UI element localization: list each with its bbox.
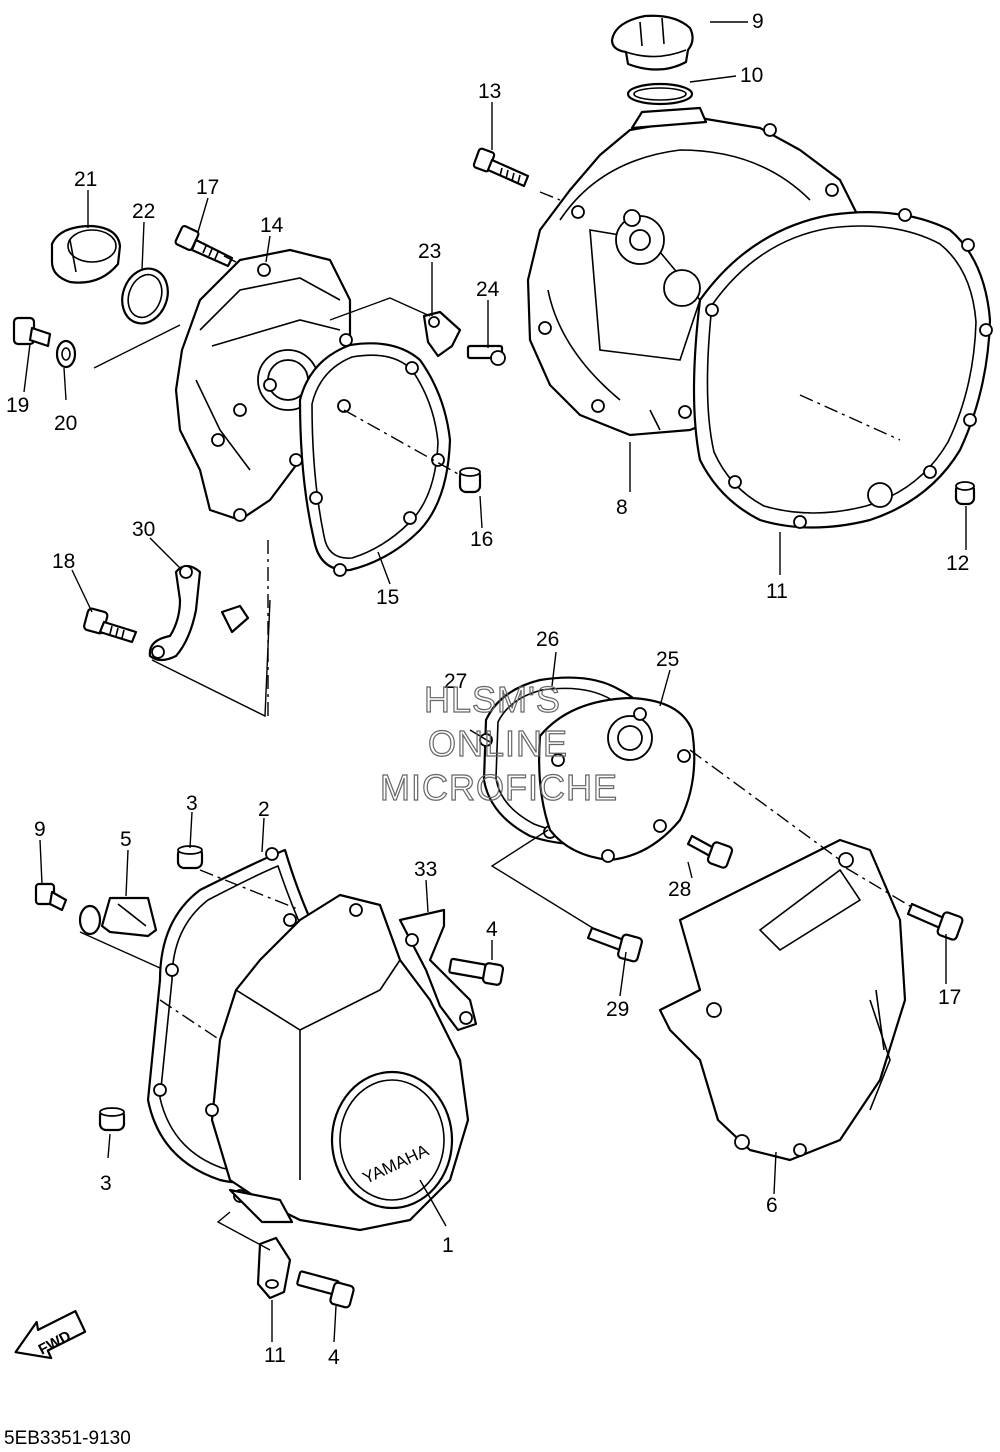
callout-29: 27 xyxy=(444,670,467,693)
callout-2: 2 xyxy=(258,798,270,821)
callout-11: 9 xyxy=(752,10,764,33)
callout-8: 6 xyxy=(766,1194,778,1217)
callout-3-upper: 3 xyxy=(186,792,198,815)
part-13-clutch-cover-gasket xyxy=(692,208,993,529)
part-4-bolt-lower xyxy=(296,1270,355,1309)
part-23-plug xyxy=(50,224,122,284)
fwd-arrow: FWD xyxy=(14,1310,87,1360)
callout-15: 13 xyxy=(478,80,501,103)
part-31-bolt xyxy=(586,926,643,963)
watermark-line-2: ONLINE xyxy=(428,723,568,764)
part-5-washer xyxy=(78,904,102,936)
callout-1: 1 xyxy=(442,1234,454,1257)
part-9-bolt xyxy=(906,902,964,941)
callout-20: 18 xyxy=(52,550,75,573)
callout-21: 19 xyxy=(6,394,29,417)
part-3-dowel-pin-lower xyxy=(98,1107,126,1132)
part-8-sprocket-cover xyxy=(658,838,907,1162)
part-32-bracket xyxy=(148,564,250,662)
part-1-generator-cover: YAMAHA xyxy=(205,893,470,1232)
callout-13: 11 xyxy=(766,580,788,603)
part-20-bolt xyxy=(83,607,138,644)
part-22-washer xyxy=(55,339,77,369)
part-21-bolt xyxy=(12,316,52,348)
callout-31: 29 xyxy=(606,998,629,1021)
part-3-dowel-pin-upper xyxy=(176,845,204,870)
callout-9: 17 xyxy=(938,986,961,1009)
part-27-pickup-cover xyxy=(538,696,696,863)
watermark-line-3: MICROFICHE xyxy=(380,767,618,808)
watermark: HLSM'S ONLINE MICROFICHE xyxy=(379,678,618,808)
part-6-bolt xyxy=(34,882,68,912)
callout-18: 16 xyxy=(470,528,493,551)
part-4-bolt-upper xyxy=(448,957,505,986)
callout-10: 8 xyxy=(616,496,628,519)
part-5-cable-holder xyxy=(100,896,158,938)
callout-14: 12 xyxy=(946,552,969,575)
callout-27: 25 xyxy=(656,648,679,671)
callout-22: 20 xyxy=(54,412,77,435)
callout-4-lower: 4 xyxy=(328,1346,340,1369)
callout-17: 15 xyxy=(376,586,399,609)
part-7-clamp xyxy=(256,1236,292,1300)
part-19-bolt xyxy=(174,225,234,268)
callout-19: 17 xyxy=(196,176,219,199)
part-17-gasket xyxy=(298,342,452,577)
watermark-line-1: HLSM'S xyxy=(424,679,561,720)
part-24-o-ring xyxy=(121,267,169,325)
part-12-o-ring xyxy=(626,82,694,106)
callout-3-lower: 3 xyxy=(100,1172,112,1195)
part-33-bracket xyxy=(398,908,478,1032)
callout-30: 28 xyxy=(668,878,691,901)
callout-25: 23 xyxy=(418,240,441,263)
callout-12: 10 xyxy=(740,64,763,87)
catalog-code: 5EB3351-9130 xyxy=(4,1428,131,1449)
callout-33: 33 xyxy=(414,858,437,881)
callout-6: 9 xyxy=(34,818,46,841)
part-11-oil-filler-cap xyxy=(610,14,694,71)
callout-7: 11 xyxy=(264,1344,286,1367)
callout-28: 26 xyxy=(536,628,559,651)
callout-24: 22 xyxy=(132,200,155,223)
part-25-bracket xyxy=(422,310,462,358)
part-30-bolt xyxy=(686,834,734,869)
callout-23: 21 xyxy=(74,168,97,191)
part-15-bolt xyxy=(472,147,530,188)
part-16-crankcase-cover xyxy=(174,248,353,522)
part-26-screw xyxy=(466,344,506,366)
callout-26: 24 xyxy=(476,278,500,301)
callout-16: 14 xyxy=(260,214,284,237)
callout-32: 30 xyxy=(132,518,155,541)
part-18-dowel-pin xyxy=(458,467,482,494)
callout-5: 5 xyxy=(120,828,132,851)
callout-4-upper: 4 xyxy=(486,918,498,941)
part-14-dowel-pin xyxy=(954,481,976,506)
